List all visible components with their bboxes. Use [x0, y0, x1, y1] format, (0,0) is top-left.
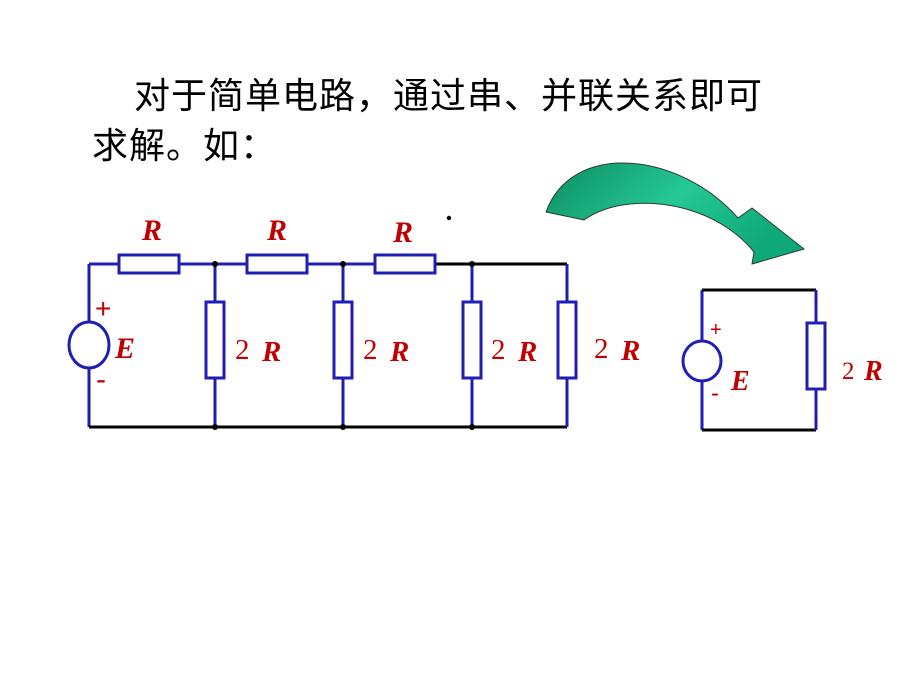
parallel-resistor-4 — [556, 300, 578, 380]
series-label-3: R — [392, 216, 413, 249]
intro-line-1: 对于简单电路，通过串、并联关系即可 — [134, 76, 764, 117]
left-source-label: E — [114, 332, 135, 365]
parallel-label-1-letter: R — [261, 336, 281, 368]
right-circuit — [681, 288, 827, 432]
series-resistor-3 — [373, 253, 437, 275]
right-resistor — [805, 321, 827, 391]
series-label-1: R — [141, 214, 162, 247]
intro-line-2: 求解。如： — [92, 126, 278, 167]
series-label-2: R — [266, 214, 287, 247]
parallel-label-4-letter: R — [620, 335, 640, 367]
junction-dots — [212, 261, 475, 430]
parallel-resistor-3 — [461, 300, 483, 380]
right-source-label: E — [730, 366, 750, 397]
series-resistor-2 — [245, 253, 309, 275]
stray-dot — [446, 215, 452, 221]
right-resistor-letter: R — [863, 356, 883, 387]
parallel-label-4-num: 2 — [594, 333, 609, 365]
right-voltage-source — [681, 339, 723, 383]
intro-text: 对于简单电路，通过串、并联关系即可 求解。如： — [92, 72, 852, 172]
parallel-label-1-num: 2 — [235, 334, 250, 366]
transform-arrow — [545, 162, 806, 265]
right-source-plus: + — [710, 319, 722, 341]
right-resistor-num: 2 — [842, 358, 855, 385]
parallel-label-2-letter: R — [389, 336, 409, 368]
parallel-label-3-letter: R — [517, 336, 537, 368]
left-source-plus: + — [95, 293, 111, 324]
series-resistor-1 — [117, 253, 181, 275]
left-circuit — [67, 253, 578, 429]
left-source-minus: - — [96, 363, 106, 396]
parallel-label-2-num: 2 — [363, 334, 378, 366]
left-voltage-source — [67, 320, 111, 370]
parallel-label-3-num: 2 — [491, 334, 506, 366]
parallel-resistor-2 — [332, 300, 354, 380]
right-source-minus: - — [711, 380, 719, 407]
parallel-resistor-1 — [204, 300, 226, 380]
